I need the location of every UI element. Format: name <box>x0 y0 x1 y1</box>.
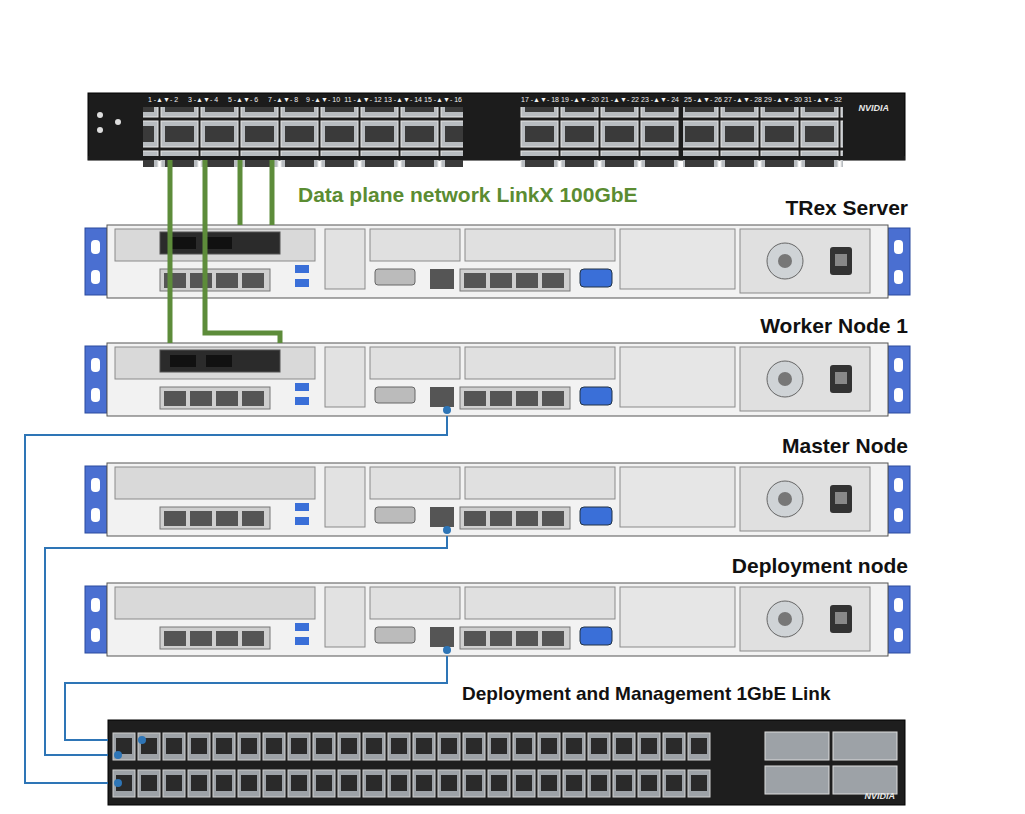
port-dot <box>114 751 122 759</box>
server-label: TRex Server <box>785 196 908 220</box>
network-switch: NVIDIA <box>88 93 905 160</box>
server-chassis <box>85 225 910 298</box>
server-chassis <box>85 583 910 656</box>
mgmt-cable <box>45 536 447 755</box>
server-label: Master Node <box>782 434 908 458</box>
server-box: TRex Server <box>85 225 910 298</box>
nic-card <box>160 232 280 254</box>
data-cable <box>168 160 173 343</box>
mgmt-cable <box>65 656 447 740</box>
port-number: 3 -▲▼- 4 <box>188 96 218 103</box>
data-cable <box>238 160 243 225</box>
port-number: 7 -▲▼- 8 <box>268 96 298 103</box>
server-label: Worker Node 1 <box>760 314 908 338</box>
bottom-switch-body <box>108 406 905 805</box>
server-box: Deployment node <box>85 583 910 656</box>
port-number: 29 -▲▼- 30 <box>764 96 802 103</box>
port-number: 17 -▲▼- 18 <box>521 96 559 103</box>
switch-edge <box>88 156 905 160</box>
network-label: Data plane network LinkX 100GbE <box>298 183 638 207</box>
port-dot <box>443 646 451 654</box>
uplink-cage <box>765 732 829 760</box>
network-switch: NVIDIA <box>108 720 905 805</box>
network-label: Deployment and Management 1GbE Link <box>462 683 830 705</box>
uplink-cage <box>833 732 897 760</box>
data-cable <box>205 160 280 343</box>
brand-text: NVIDIA <box>864 791 895 801</box>
server-label: Deployment node <box>732 554 908 578</box>
nic-card <box>160 350 280 372</box>
port-number: 31 -▲▼- 32 <box>804 96 842 103</box>
port-number: 15 -▲▼- 16 <box>424 96 462 103</box>
server-chassis <box>85 343 910 416</box>
port-number: 9 -▲▼- 10 <box>306 96 340 103</box>
port-number: 21 -▲▼- 22 <box>601 96 639 103</box>
port-dot <box>114 779 122 787</box>
port-number: 1 -▲▼- 2 <box>148 96 178 103</box>
port-number: 13 -▲▼- 14 <box>384 96 422 103</box>
brand-text: NVIDIA <box>858 103 889 113</box>
uplink-cage <box>765 766 829 794</box>
status-led <box>97 127 103 133</box>
status-led <box>97 112 103 118</box>
server-box: Worker Node 1 <box>85 343 910 416</box>
port-number: 5 -▲▼- 6 <box>228 96 258 103</box>
top-switch-body <box>88 93 905 167</box>
port-number: 11 -▲▼- 12 <box>344 96 381 103</box>
port-number: 25 -▲▼- 26 <box>684 96 722 103</box>
server-chassis <box>85 463 910 536</box>
port-number: 19 -▲▼- 20 <box>561 96 599 103</box>
port-dot <box>443 526 451 534</box>
port-dot <box>138 736 146 744</box>
port-number: 23 -▲▼- 24 <box>641 96 679 103</box>
port-dot <box>443 406 451 414</box>
data-cable <box>270 160 275 225</box>
server-box: Master Node <box>85 463 910 536</box>
status-led <box>115 119 121 125</box>
mgmt-cable <box>25 416 447 783</box>
switch-chassis <box>108 720 905 805</box>
uplink-cage <box>833 766 897 794</box>
port-row <box>112 732 712 798</box>
port-number: 27 -▲▼- 28 <box>724 96 762 103</box>
